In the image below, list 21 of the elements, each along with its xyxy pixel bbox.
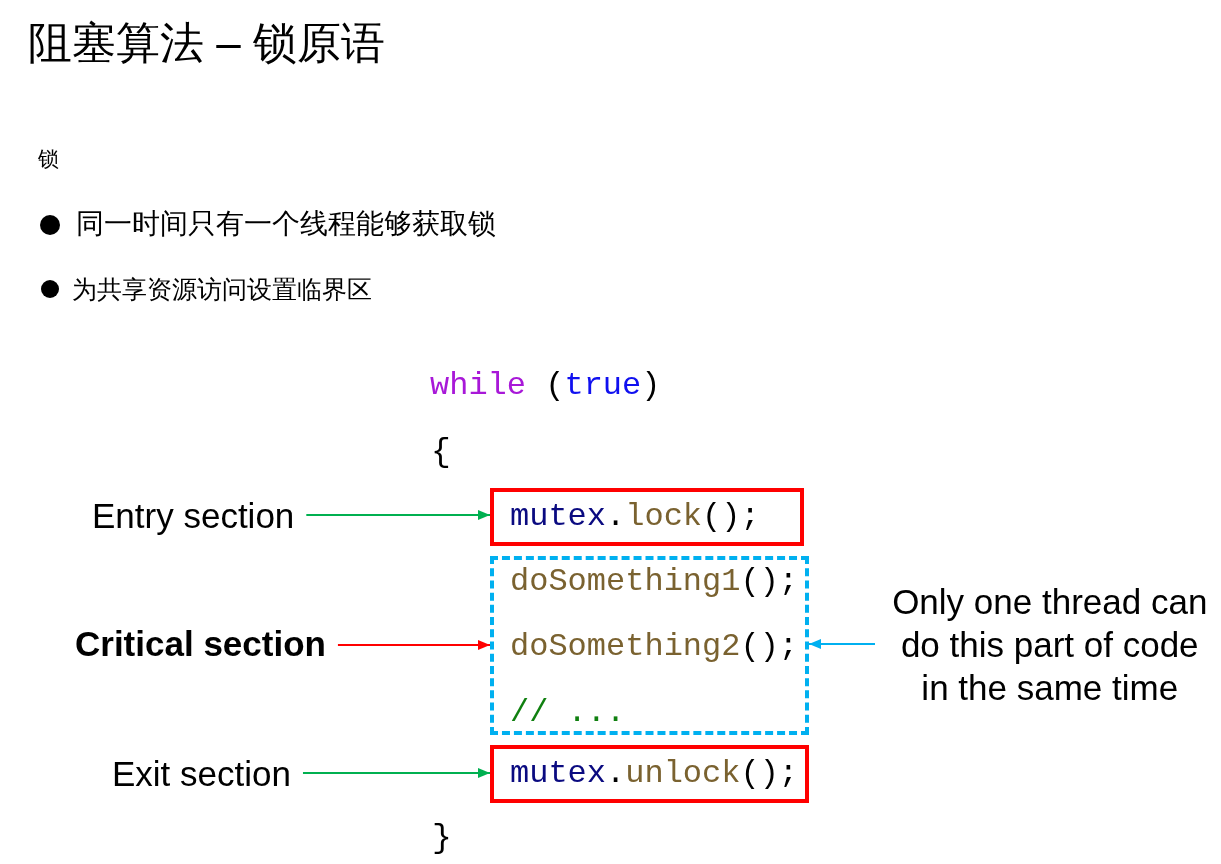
section-label: Critical section [75,621,326,665]
code-box: mutex.unlock(); [490,745,809,803]
section-label: Exit section [112,751,291,795]
heading-text: 锁 [38,145,59,172]
bullet-text: 为共享资源访问设置临界区 [72,273,372,305]
arrow [337,640,490,650]
section-label: Entry section [92,493,295,537]
code-line: doSomething2(); [510,627,799,667]
arrow [302,768,490,778]
code-box: mutex.lock(); [490,488,804,546]
arrow [306,510,490,520]
code-line: doSomething1(); [510,562,799,602]
code-line: while (true) [430,366,661,406]
code-line: // ... [510,693,626,733]
arrow [809,639,875,649]
slide-title: 阻塞算法 – 锁原语 [28,17,385,69]
dashed-box [490,556,809,735]
note-text: Only one thread can do this part of code in the same time [887,580,1213,709]
code-brace: { [431,432,451,473]
code-brace: } [432,818,452,859]
bullet-text: 同一时间只有一个线程能够获取锁 [76,207,496,241]
